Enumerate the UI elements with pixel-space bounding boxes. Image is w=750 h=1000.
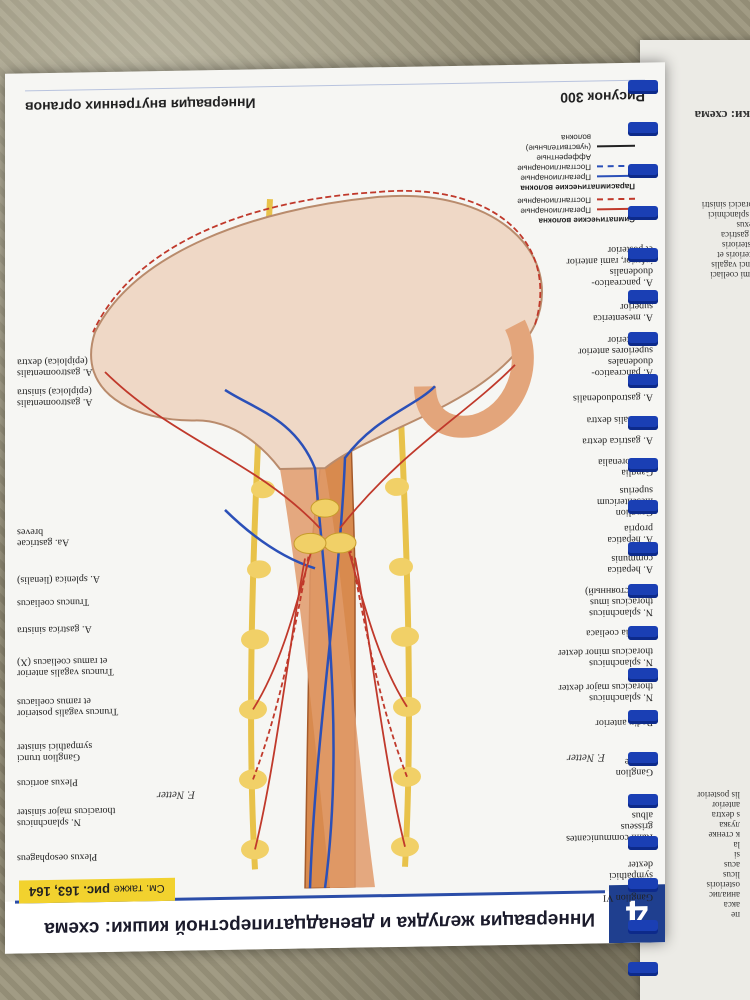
legend-row-afferent: Афферентные (чувствительные) волокна bbox=[435, 131, 635, 164]
label-plexus-oesophageus: Plexus oesophageus bbox=[17, 851, 98, 864]
coil bbox=[628, 248, 658, 262]
spiral-binding bbox=[628, 80, 668, 980]
coil bbox=[628, 374, 658, 388]
coil bbox=[628, 962, 658, 976]
label-ganglion-trunci-sinister: Ganglion trunci sympathici sinister bbox=[17, 740, 93, 764]
esophagus bbox=[280, 468, 375, 889]
next-page-header: ки: схема bbox=[694, 108, 750, 123]
legend-symp-pre: Преганглионарные bbox=[520, 205, 591, 216]
coil bbox=[628, 206, 658, 220]
next-page-text-lower: пе акса аниалис osterioris licus acus si… bbox=[697, 790, 740, 920]
duodenum bbox=[414, 319, 534, 438]
legend-para-pre: Преганглионарные bbox=[520, 172, 591, 183]
splanchnic-nerves bbox=[92, 190, 542, 850]
coil bbox=[628, 122, 658, 136]
footer-rule bbox=[25, 79, 645, 92]
signature: F. Netter bbox=[156, 788, 195, 802]
coil bbox=[628, 500, 658, 514]
label-truncus-coeliacus: Truncus coeliacus bbox=[17, 596, 90, 609]
label-gastrica-sinistra: A. gastrica sinistra bbox=[17, 623, 92, 636]
label-vagalis-posterior: Truncus vagalis posterior et ramus coeli… bbox=[17, 695, 119, 719]
coil bbox=[628, 584, 658, 598]
coil bbox=[628, 794, 658, 808]
coil bbox=[628, 416, 658, 430]
signature-second: F. Netter bbox=[566, 751, 605, 764]
section-header: Иннервация внутренних органов bbox=[25, 95, 256, 116]
page-footer: Рисунок 300 Иннервация внутренних органо… bbox=[25, 63, 645, 134]
coeliac-ganglia bbox=[293, 498, 357, 554]
coil bbox=[628, 920, 658, 934]
label-plexus-aorticus: Plexus aorticus bbox=[17, 776, 78, 789]
coil bbox=[628, 668, 658, 682]
next-page-text-upper: Rami coeliaci trunci vagalis anterioris … bbox=[701, 200, 750, 280]
label-gastroomentalis-sinistra: A. gastroomentalis (epiploica) sinistra bbox=[17, 385, 93, 409]
legend-afferent: Афферентные (чувствительные) волокна bbox=[525, 132, 591, 163]
label-gastricae-breves: Aa. gastricae breves bbox=[17, 526, 70, 549]
label-gastroomentalis-dextra: A. gastroomentalis (epiploica) dextra bbox=[17, 355, 93, 379]
legend: Симпатические волокна Преганглионарные П… bbox=[435, 131, 635, 230]
coil bbox=[628, 836, 658, 850]
legend-symp-post: Постганглионарные bbox=[517, 195, 591, 206]
coil bbox=[628, 80, 658, 94]
coil bbox=[628, 542, 658, 556]
coil bbox=[628, 332, 658, 346]
coil bbox=[628, 626, 658, 640]
legend-para-post: Постганглионарные bbox=[517, 162, 591, 173]
ganglia-right bbox=[239, 480, 275, 860]
anatomical-illustration bbox=[90, 190, 543, 890]
coil bbox=[628, 752, 658, 766]
page-title: Иннервация желудка и двенадцатиперстной … bbox=[44, 908, 595, 940]
book-page: 4 Иннервация желудка и двенадцатиперстно… bbox=[5, 62, 665, 954]
coil bbox=[628, 458, 658, 472]
label-splanchnicus-major-sinister: N. splanchnicus thoracicus major siniste… bbox=[17, 804, 116, 829]
coil bbox=[628, 710, 658, 724]
label-splenica: A. splenica (lienalis) bbox=[17, 573, 101, 586]
coil bbox=[628, 878, 658, 892]
label-vagalis-anterior: Truncus vagalis anterior et ramus coelia… bbox=[17, 654, 114, 679]
coil bbox=[628, 290, 658, 304]
coil bbox=[628, 164, 658, 178]
